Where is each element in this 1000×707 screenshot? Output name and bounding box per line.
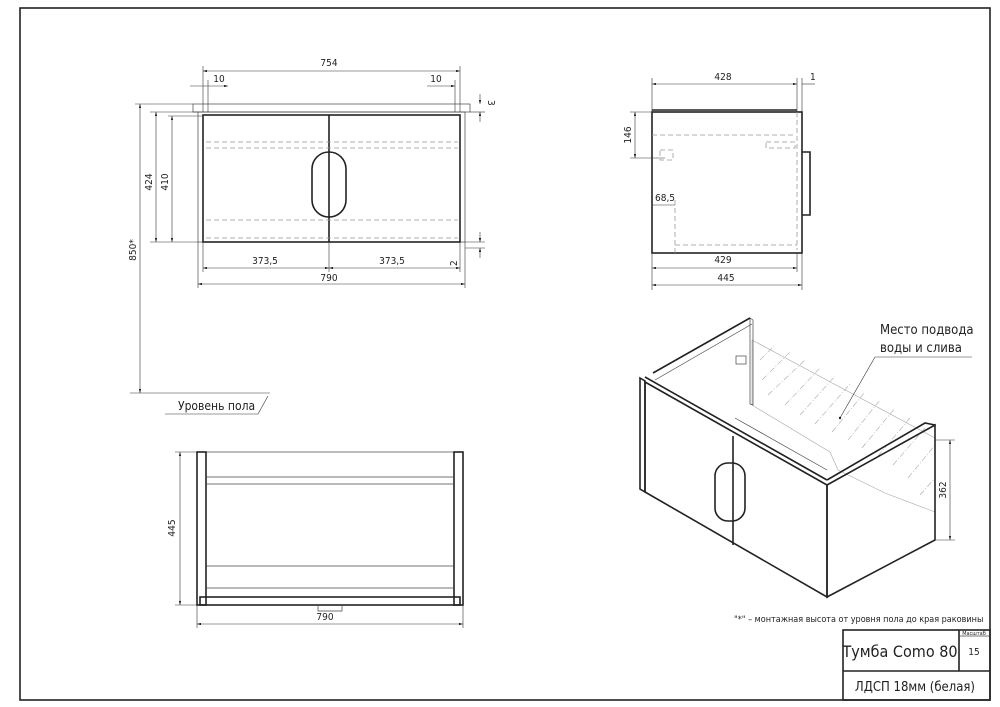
dim-373-left: 373,5 [252, 256, 278, 267]
dim-410: 410 [160, 173, 171, 190]
scale-value: 15 [968, 647, 979, 658]
dim-445-top: 445 [167, 519, 178, 536]
top-view: 445 790 [167, 451, 464, 628]
wall-bracket [735, 355, 747, 365]
side-view: 428 1 146 68,5 429 445 [623, 72, 816, 290]
dim-2: 2 [449, 260, 460, 266]
floor-level-label: Уровень пола [178, 399, 255, 413]
dim-850: 850* [128, 239, 139, 261]
dim-429: 429 [714, 255, 731, 266]
dim-790-front: 790 [320, 273, 337, 284]
front-view: 754 10 10 3 2 373,5 373,5 790 424 410 85… [128, 58, 496, 415]
dim-362: 362 [938, 481, 949, 498]
isometric-view: 362 Место подвода воды и слива [639, 317, 974, 599]
dim-424: 424 [144, 173, 155, 190]
handle [802, 151, 811, 216]
dim-146: 146 [623, 126, 634, 143]
dim-445-side: 445 [717, 273, 734, 284]
title-block: Тумба Como 80 Масштаб 15 ЛДСП 18мм (бела… [842, 629, 991, 701]
sheet-frame [19, 7, 991, 701]
material: ЛДСП 18мм (белая) [855, 680, 975, 695]
dim-1: 1 [810, 72, 816, 83]
iso-handle [714, 462, 746, 522]
callout-line1: Место подвода [880, 323, 974, 338]
scale-label: Масштаб [962, 630, 986, 637]
dim-3: 3 [485, 100, 496, 106]
dim-10-right: 10 [430, 74, 442, 85]
dim-790-top: 790 [316, 612, 333, 623]
dim-373-right: 373,5 [379, 256, 405, 267]
dim-68-5: 68,5 [655, 193, 675, 204]
dim-428: 428 [714, 72, 731, 83]
dim-754: 754 [320, 58, 337, 69]
title: Тумба Como 80 [842, 642, 958, 661]
handle-cutout [311, 151, 347, 218]
footnote: "*" – монтажная высота от уровня пола до… [734, 615, 983, 625]
callout-line2: воды и слива [880, 341, 962, 356]
dim-10-left: 10 [213, 74, 225, 85]
